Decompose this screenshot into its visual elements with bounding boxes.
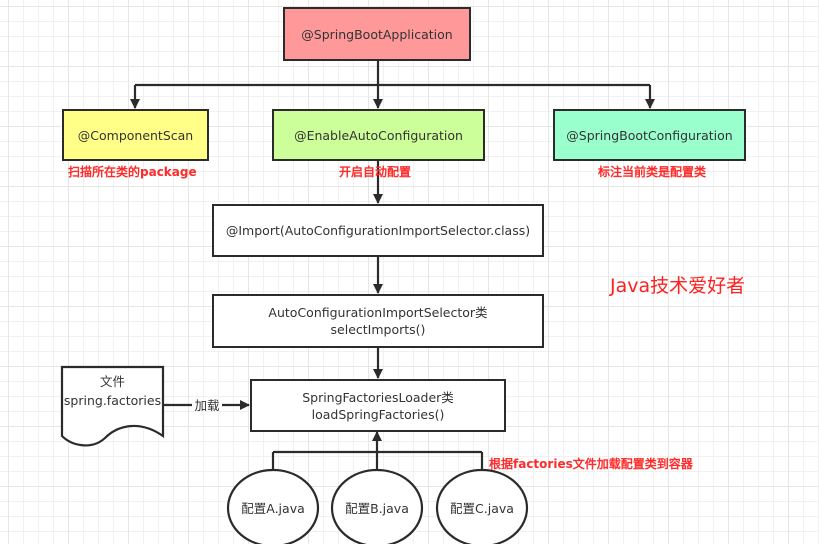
- config-a-label[interactable]: 配置A.java: [241, 501, 305, 516]
- factories-loader-node[interactable]: SpringFactoriesLoader类 loadSpringFactori…: [250, 379, 506, 432]
- factories-loader-line2: loadSpringFactories(): [311, 406, 445, 422]
- config-b-ellipse: [330, 468, 424, 544]
- config-c-label[interactable]: 配置C.java: [450, 501, 514, 516]
- factories-loader-note: 根据factories文件加载配置类到容器: [489, 457, 693, 471]
- selector-class-line1: AutoConfigurationImportSelector类: [268, 305, 488, 320]
- selector-class-line2: selectImports(): [330, 322, 426, 337]
- component-scan-label: @ComponentScan: [77, 127, 194, 143]
- spring-factories-file-line1: 文件: [99, 374, 125, 389]
- import-selector-label: @Import(AutoConfigurationImportSelector.…: [225, 223, 531, 238]
- enable-auto-configuration-label: @EnableAutoConfiguration: [294, 127, 463, 143]
- spring-factories-file-node[interactable]: 文件 spring.factories: [62, 373, 163, 409]
- spring-factories-document-shape: [60, 365, 165, 447]
- spring-factories-file-line2: spring.factories: [63, 393, 162, 408]
- component-scan-note: 扫描所在类的package: [68, 165, 197, 179]
- spring-boot-application-label: @SpringBootApplication: [301, 26, 453, 42]
- watermark-text: Java技术爱好者: [610, 275, 746, 297]
- selector-class-node[interactable]: AutoConfigurationImportSelector类 selectI…: [212, 294, 544, 348]
- component-scan-node[interactable]: @ComponentScan: [62, 109, 209, 161]
- spring-boot-configuration-node[interactable]: @SpringBootConfiguration: [553, 109, 746, 161]
- enable-auto-configuration-node[interactable]: @EnableAutoConfiguration: [272, 109, 485, 161]
- spring-boot-application-node[interactable]: @SpringBootApplication: [283, 7, 471, 61]
- config-b-label[interactable]: 配置B.java: [345, 501, 409, 516]
- config-c-ellipse: [435, 468, 529, 544]
- config-a-ellipse: [226, 468, 320, 544]
- spring-boot-configuration-label: @SpringBootConfiguration: [566, 127, 733, 143]
- spring-boot-configuration-note: 标注当前类是配置类: [598, 165, 707, 179]
- enable-auto-configuration-note: 开启自动配置: [339, 165, 412, 179]
- factories-loader-line1: SpringFactoriesLoader类: [302, 389, 454, 405]
- import-selector-node[interactable]: @Import(AutoConfigurationImportSelector.…: [212, 204, 544, 257]
- load-edge-label: 加载: [194, 398, 220, 413]
